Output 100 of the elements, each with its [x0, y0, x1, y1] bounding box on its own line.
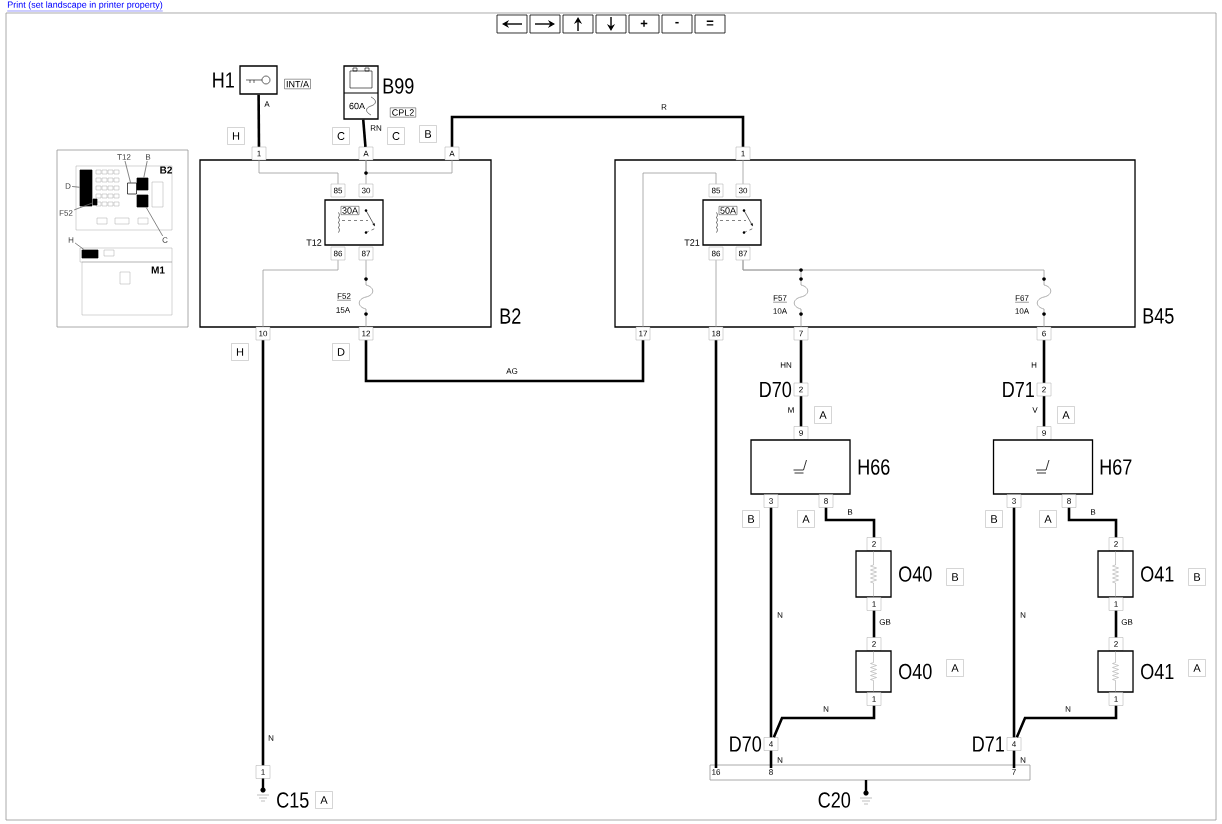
connector-pin: 9 — [1036, 426, 1052, 440]
wire — [364, 340, 645, 383]
pin-number: 8 — [769, 769, 773, 775]
zoom-in-button: + — [628, 14, 660, 34]
wire — [1067, 507, 1118, 538]
wire-color-code: N — [776, 756, 784, 764]
wire — [642, 172, 717, 328]
wire-color-code: R — [660, 103, 668, 111]
node-label: B2 — [500, 308, 521, 324]
connector-pin: 1 — [255, 765, 271, 779]
wire-color-code: N — [1064, 705, 1072, 713]
connector-code-box: B — [946, 568, 964, 586]
callout-letter: D — [65, 183, 71, 189]
leader-line — [74, 242, 85, 251]
connector-pin: 18 — [708, 326, 724, 341]
print-link: Print (set landscape in printer property) — [7, 1, 163, 12]
wire-color-code: M — [786, 406, 796, 414]
wire — [365, 159, 453, 174]
connector-code-box: B — [742, 510, 760, 528]
wire-color-code: N — [1019, 611, 1027, 619]
connector-pin: 1 — [866, 597, 882, 611]
connector-pin: A — [444, 146, 460, 161]
relay-name: T21 — [684, 239, 700, 246]
fuse-box-part — [136, 177, 149, 191]
connector-pin: 9 — [793, 426, 809, 440]
connector-pin: 3 — [1006, 494, 1022, 508]
node-label: H1 — [213, 72, 234, 88]
node-label: B45 — [1143, 308, 1174, 324]
wire-color-code: A — [263, 100, 271, 108]
heater-element-box: O41 — [1097, 650, 1174, 693]
connector-pin: 87 — [735, 246, 751, 261]
wire-color-code: B — [846, 508, 854, 516]
connector-pin: 17 — [635, 326, 651, 341]
connector-pin: 7 — [793, 326, 809, 341]
node-label: O40 — [899, 566, 932, 582]
node-label: O40 — [899, 663, 932, 680]
connector-code-box: A — [1039, 510, 1057, 528]
connector-code-box: A — [797, 510, 815, 528]
wire-color-code: RN — [369, 124, 383, 132]
fuse-box-part — [81, 249, 99, 259]
connector-pin: 6 — [1036, 326, 1052, 341]
fuse-label: F67 — [1014, 295, 1030, 303]
wire — [361, 119, 367, 147]
leader-line — [124, 160, 131, 184]
relay-box: 30A — [324, 199, 384, 246]
leader-line — [143, 160, 148, 179]
wire — [1042, 396, 1046, 427]
connector-code-box: A — [315, 791, 333, 809]
connector-code-box: C — [332, 127, 350, 145]
wire — [262, 259, 339, 328]
connector-pin: 2 — [866, 537, 882, 551]
wire — [261, 340, 265, 766]
node-label: B99 — [383, 78, 414, 94]
fuse-box-part — [136, 194, 149, 208]
connector-pin: 1 — [866, 692, 882, 706]
leader-line — [145, 206, 164, 237]
wire — [799, 340, 803, 383]
node-label: C20 — [818, 792, 851, 808]
connector-pin: 2 — [1036, 382, 1052, 397]
connector-code-box: D — [332, 343, 350, 361]
node-label: O41 — [1141, 663, 1174, 680]
wire — [450, 115, 745, 147]
connector-code-box: CPL2 — [390, 107, 416, 118]
seat-heater-module: H66 — [750, 439, 890, 495]
wire-color-code: N — [822, 705, 830, 713]
wire-color-code: B — [1089, 508, 1097, 516]
wire-color-code: V — [1031, 406, 1039, 414]
connector-pin: 1 — [1108, 692, 1124, 706]
pin-number: 7 — [1012, 769, 1016, 775]
connector-pin: A — [358, 146, 374, 161]
wire-color-code: H — [1030, 361, 1038, 369]
connector-pin: 3 — [763, 494, 779, 508]
wire — [715, 259, 717, 328]
relay-box: 50A — [702, 199, 762, 246]
connector-pin: 1 — [1108, 597, 1124, 611]
connector-pin: 4 — [763, 737, 779, 751]
connector-name: D70 — [760, 381, 792, 398]
wire — [1114, 610, 1118, 638]
connector-code-box: B — [1188, 568, 1206, 586]
connector-pin: 87 — [358, 246, 374, 261]
callout-letter: F52 — [59, 210, 73, 216]
wire — [742, 159, 744, 185]
heater-element-box: O40 — [855, 650, 932, 693]
fuse-box-part — [92, 198, 98, 206]
connector-code-box: A — [1188, 659, 1206, 677]
callout-letter: T12 — [117, 154, 131, 160]
seat-heater-module: H67 — [992, 439, 1132, 495]
connector-name: D70 — [730, 736, 762, 752]
wire — [358, 259, 374, 328]
zoom-out-button: - — [661, 14, 693, 34]
node-label: O41 — [1141, 566, 1174, 582]
wire — [257, 94, 261, 147]
connector-code-box: H — [231, 343, 249, 361]
wire-color-code: AG — [505, 367, 519, 375]
wire — [769, 507, 773, 738]
callout-letter: H — [68, 237, 74, 243]
fuse-rating: 15A — [336, 307, 351, 313]
wire-color-code: HN — [779, 361, 793, 369]
relay-name: T12 — [306, 239, 322, 246]
wire — [1042, 340, 1046, 383]
